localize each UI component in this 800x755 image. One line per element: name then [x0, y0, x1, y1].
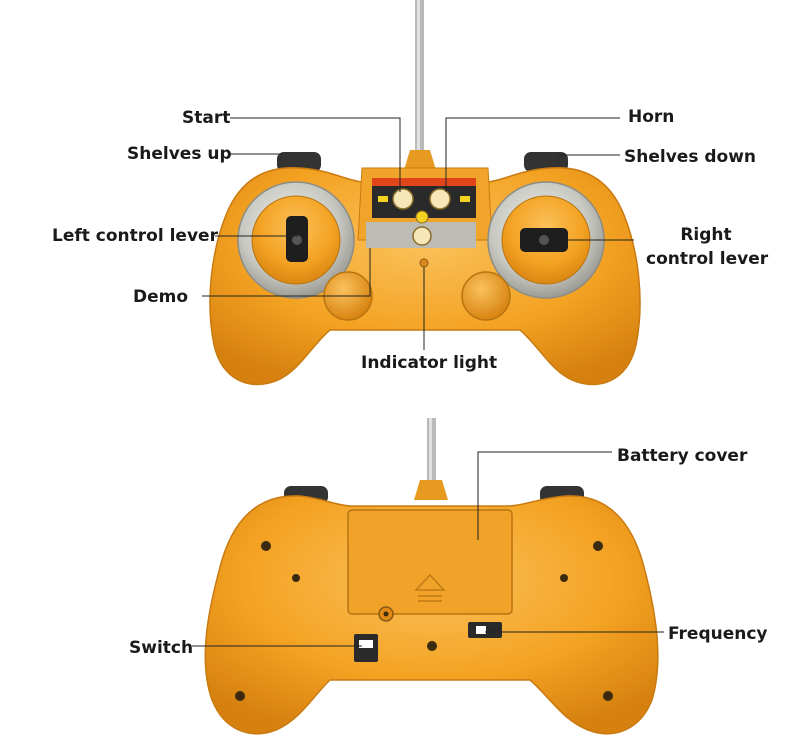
label-battery-cover: Battery cover	[617, 446, 748, 466]
label-shelves-down: Shelves down	[624, 147, 757, 167]
controller-back	[204, 418, 659, 735]
power-icon	[415, 210, 429, 224]
label-start: Start	[182, 108, 231, 128]
battery-cover	[347, 509, 513, 615]
controller-back-body	[204, 495, 659, 735]
label-right-control-lever-line2: control lever	[646, 249, 769, 269]
demo-leader-line	[202, 248, 371, 297]
label-switch: Switch	[129, 638, 194, 658]
label-horn: Horn	[628, 107, 675, 127]
demo-button	[412, 226, 432, 246]
start-button	[392, 188, 414, 210]
battery-cover-leader-line	[477, 451, 612, 540]
label-demo: Demo	[133, 287, 189, 307]
horn-button	[429, 188, 451, 210]
leader-lines	[192, 117, 664, 647]
label-indicator-light: Indicator light	[361, 353, 498, 373]
start-leader-line	[230, 117, 401, 192]
right-round-button	[461, 271, 511, 321]
label-right-control-lever-line1: Right	[680, 225, 732, 245]
controller-front	[209, 0, 641, 386]
label-frequency: Frequency	[668, 624, 768, 644]
indicator-led	[419, 258, 429, 268]
horn-leader-line	[445, 117, 620, 192]
antenna-base-front	[404, 150, 436, 170]
label-left-control-lever: Left control lever	[52, 226, 218, 246]
label-shelves-up: Shelves up	[127, 144, 232, 164]
shelves-up-shoulder-button	[277, 152, 321, 172]
